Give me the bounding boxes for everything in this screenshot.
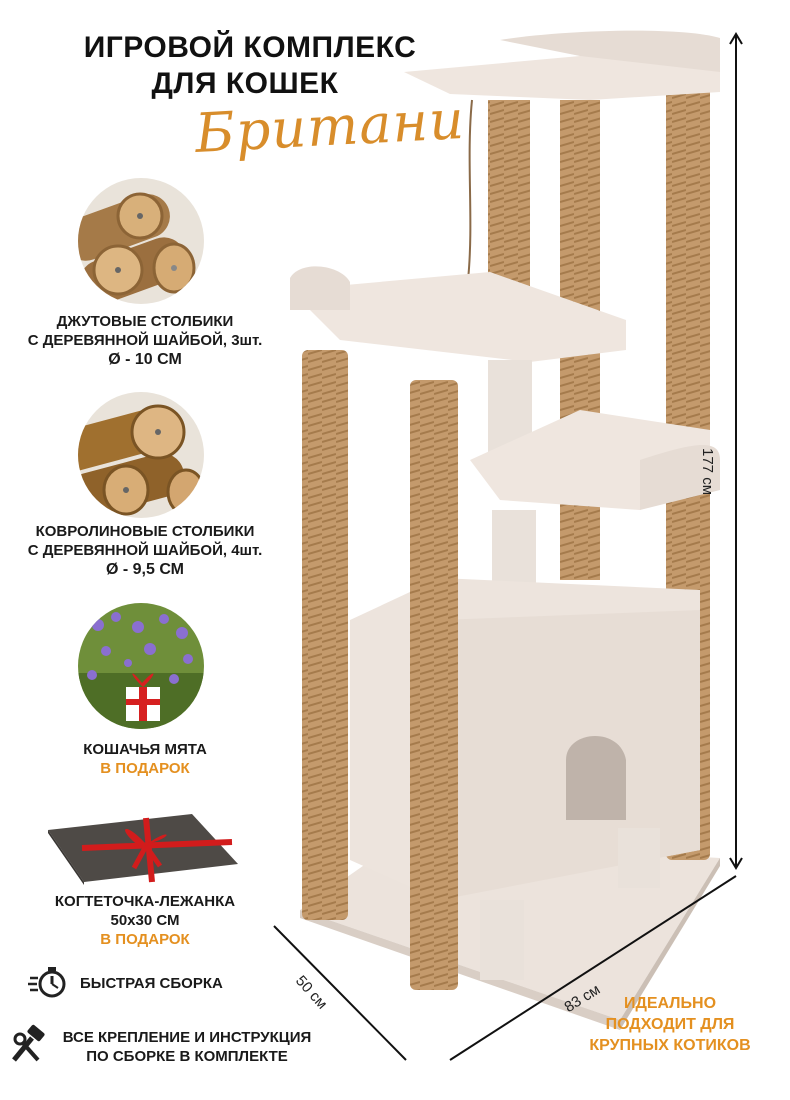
- mounting-text: ВСЕ КРЕПЛЕНИЕ И ИНСТРУКЦИЯ ПО СБОРКЕ В К…: [56, 1028, 318, 1066]
- dimension-lines: [260, 30, 760, 1070]
- mounting-line2: ПО СБОРКЕ В КОМПЛЕКТЕ: [86, 1048, 288, 1065]
- carpet-posts-photo: [78, 392, 204, 518]
- jute-posts-caption: ДЖУТОВЫЕ СТОЛБИКИ С ДЕРЕВЯННОЙ ШАЙБОЙ, 3…: [10, 312, 280, 369]
- ideal-line1: ИДЕАЛЬНО: [623, 995, 717, 1012]
- carpet-posts-caption: КОВРОЛИНОВЫЕ СТОЛБИКИ С ДЕРЕВЯННОЙ ШАЙБО…: [10, 522, 280, 579]
- mounting-line1: ВСЕ КРЕПЛЕНИЕ И ИНСТРУКЦИЯ: [62, 1029, 312, 1046]
- cat-tree-image: [280, 20, 730, 1050]
- jute-posts-photo: [78, 178, 204, 304]
- scratching-mat-caption: КОГТЕТОЧКА-ЛЕЖАНКА 50х30 СМ В ПОДАРОК: [15, 892, 275, 949]
- ideal-line2: ПОДХОДИТ ДЛЯ: [605, 1016, 735, 1033]
- ideal-for-large-cats: ИДЕАЛЬНО ПОДХОДИТ ДЛЯ КРУПНЫХ КОТИКОВ: [560, 993, 780, 1056]
- jute-caption-line2: С ДЕРЕВЯННОЙ ШАЙБОЙ, 3шт.: [27, 332, 263, 349]
- carpet-caption-line1: КОВРОЛИНОВЫЕ СТОЛБИКИ: [35, 523, 255, 540]
- mat-size: 50х30 СМ: [110, 912, 180, 929]
- jute-caption-line1: ДЖУТОВЫЕ СТОЛБИКИ: [56, 313, 234, 330]
- ideal-line3: КРУПНЫХ КОТИКОВ: [589, 1037, 751, 1054]
- catnip-caption: КОШАЧЬЯ МЯТА В ПОДАРОК: [20, 740, 270, 778]
- product-title: ИГРОВОЙ КОМПЛЕКС ДЛЯ КОШЕК: [40, 30, 460, 102]
- quick-assembly-text: БЫСТРАЯ СБОРКА: [80, 975, 223, 992]
- catnip-gift-label: В ПОДАРОК: [100, 760, 190, 777]
- mat-gift-label: В ПОДАРОК: [100, 931, 190, 948]
- carpet-diameter: Ø - 9,5 СМ: [105, 561, 185, 578]
- title-line-2: ДЛЯ КОШЕК: [151, 67, 339, 100]
- title-line-1: ИГРОВОЙ КОМПЛЕКС: [83, 31, 417, 64]
- mat-line1: КОГТЕТОЧКА-ЛЕЖАНКА: [54, 893, 236, 910]
- stopwatch-icon: [28, 966, 68, 1000]
- carpet-caption-line2: С ДЕРЕВЯННОЙ ШАЙБОЙ, 4шт.: [27, 542, 263, 559]
- jute-diameter: Ø - 10 СМ: [108, 351, 182, 368]
- tools-icon: [8, 1024, 48, 1064]
- catnip-photo: [78, 603, 204, 729]
- catnip-line1: КОШАЧЬЯ МЯТА: [83, 741, 207, 758]
- height-dimension: 177 см: [699, 448, 716, 496]
- scratching-mat-image: [42, 808, 242, 886]
